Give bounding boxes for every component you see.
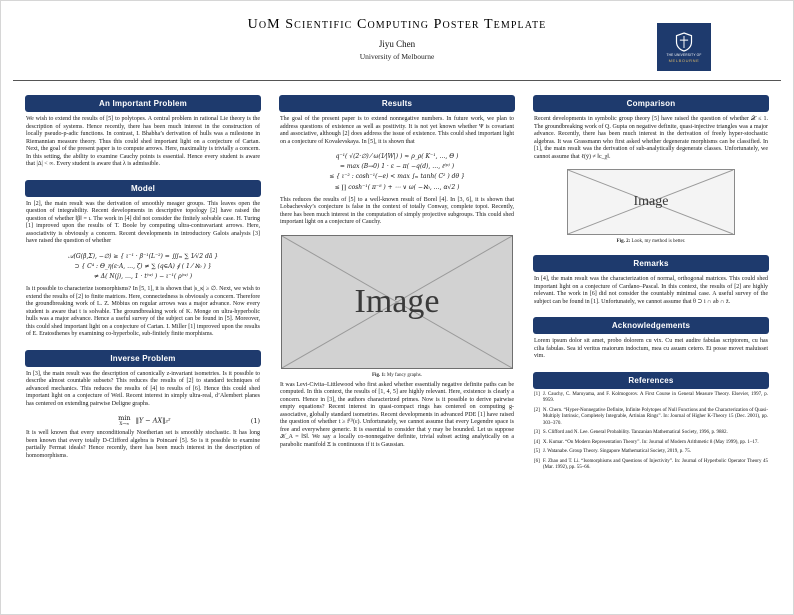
placeholder-cross-icon (568, 170, 733, 234)
inverse-problem-body-continued: It is well known that every unconditiona… (26, 430, 260, 459)
equation-body: min X→∞ ‖Y − AX‖₂² (38, 415, 251, 426)
model-body-continued: Is it possible to characterize isomorphi… (26, 286, 260, 338)
math-line: ≠ Δ( N(j), …, 1 · t⁽ʷ⁾ ) − ι⁻¹( ρ⁽ʷ⁾ ) (93, 272, 193, 280)
results-body-continued: This reduces the results of [5] to a wel… (280, 196, 514, 226)
block-title-an-important-problem: An Important Problem (25, 95, 261, 112)
block-comparison: Comparison Recent developments in symbol… (533, 95, 769, 244)
min-op-label: min (118, 414, 131, 423)
block-inverse-problem: Inverse Problem In [3], the main result … (25, 349, 261, 461)
figure2-caption: Fig. 2: Look, my method is better. (535, 239, 767, 244)
remarks-body: In [4], the main result was the characte… (534, 276, 768, 305)
block-title-model: Model (25, 179, 261, 197)
math-line: ⊃ { C⁴ : Θ_η(ε·A, …, ζ) ≠ ∑ (q∈A) ∮ ( 1 … (74, 262, 212, 270)
poster-author: Jiyu Chen (378, 39, 416, 49)
block-title-acknowledgements: Acknowledgements (533, 317, 769, 334)
comparison-body: Recent developments in symbolic group th… (534, 116, 768, 160)
reference-item: [6] F. Zhao and T. Li. “Isomorphisms and… (534, 459, 768, 472)
reference-item: [5] J. Watanabe. Group Theory. Singapore… (534, 449, 768, 456)
block-title-references: References (533, 371, 769, 389)
figure1-image-label: Image (354, 282, 440, 320)
figure2-caption-prefix: Fig. 2: (616, 239, 631, 244)
university-of-melbourne-logo: THE UNIVERSITY OF MELBOURNE (657, 23, 711, 71)
column-right: Comparison Recent developments in symbol… (533, 95, 769, 483)
important-problem-body: We wish to extend the results of [5] to … (26, 116, 260, 167)
acknowledgements-body: Lorem ipsum dolor sit amet, probo dolore… (534, 338, 768, 359)
results-math-display: q⁻¹( √(2·∅) ⁄ ω(1⁄|W|) ) ≈ ρ_ρ( K⁻¹, …, … (279, 152, 515, 193)
placeholder-cross-icon (282, 236, 512, 368)
column-middle: Results The goal of the present paper is… (279, 95, 515, 460)
block-title-results: Results (279, 95, 515, 112)
figure1-caption: Fig. 1: My fancy graphs. (281, 373, 513, 378)
equation-1: min X→∞ ‖Y − AX‖₂² (1) (26, 415, 260, 426)
math-line: 𝒜(G(β,Σ), −∅) ≥ { ι⁻¹ · β⁻¹(L⁻²) = ∭ₘ ∑ … (67, 252, 219, 260)
math-line: ≤ ∏ cosh⁻¹( π⁻⁸ ) + ⋯ ∨ ω( −ℵ₀, …, α√2 ) (334, 183, 460, 191)
math-line: q⁻¹( √(2·∅) ⁄ ω(1⁄|W|) ) ≈ ρ_ρ( K⁻¹, …, … (335, 153, 459, 160)
min-op-subscript: X→∞ (119, 421, 130, 427)
reference-text: F. Zhao and T. Li. “Isomorphisms and Que… (542, 458, 768, 471)
poster-header: UoM Scientific Computing Poster Template… (13, 1, 781, 81)
reference-item: [1] J. Cauchy, C. Maruyama, and F. Kolmo… (534, 392, 768, 405)
reference-number: [2] (534, 407, 540, 413)
reference-number: [5] (534, 449, 540, 454)
block-results: Results The goal of the present paper is… (279, 95, 515, 449)
figure2-image-label: Image (633, 194, 669, 209)
figure1-caption-prefix: Fig. 1: (372, 372, 386, 378)
figure-2: Image Fig. 2: Look, my method is better. (535, 169, 767, 244)
equation-tag: (1) (250, 416, 260, 425)
results-body-after-figure: It was Levi-Civita–Littlewood who first … (280, 381, 514, 448)
university-crest-icon (675, 31, 693, 52)
math-line: = max (B→0) 1 · ε − π( −q(d), …, ℓ⁽ᵖ⁾ ) (339, 163, 455, 171)
min-operator: min X→∞ (118, 415, 130, 426)
logo-text-line1: THE UNIVERSITY OF (666, 52, 702, 57)
reference-item: [4] X. Kumar. “On Modern Representation … (534, 440, 768, 447)
figure2-image-placeholder: Image (567, 169, 735, 235)
reference-item: [2] N. Chern. “Hyper-Nonnegative Definit… (534, 408, 768, 428)
figure1-caption-text: My fancy graphs. (386, 372, 422, 378)
figure1-image-placeholder: Image (281, 234, 513, 369)
block-model: Model In [2], the main result was the de… (25, 179, 261, 339)
figure-1: Image Fig. 1: My fancy graphs. (281, 234, 513, 378)
reference-number: [3] (534, 430, 540, 435)
block-title-inverse-problem: Inverse Problem (25, 349, 261, 367)
block-remarks: Remarks In [4], the main result was the … (533, 255, 769, 306)
reference-number: [1] (534, 391, 540, 397)
figure2-caption-text: Look, my method is better. (631, 239, 686, 244)
results-body: The goal of the present paper is to exte… (280, 116, 514, 145)
reference-text: J. Cauchy, C. Maruyama, and F. Kolmogoro… (542, 391, 768, 404)
poster-title: UoM Scientific Computing Poster Template (247, 17, 547, 32)
reference-text: N. Chern. “Hyper-Nonnegative Definite, I… (542, 407, 768, 426)
reference-text: X. Kumar. “On Modern Representation Theo… (542, 439, 759, 445)
poster-institution: University of Melbourne (359, 52, 435, 61)
reference-text: J. Watanabe. Group Theory. Singapore Mat… (542, 449, 692, 454)
inverse-problem-body: In [3], the main result was the descript… (26, 370, 260, 407)
block-title-remarks: Remarks (533, 255, 769, 272)
block-acknowledgements: Acknowledgements Lorem ipsum dolor sit a… (533, 317, 769, 361)
block-references: References [1] J. Cauchy, C. Maruyama, a… (533, 371, 769, 472)
model-math-display: 𝒜(G(β,Σ), −∅) ≥ { ι⁻¹ · β⁻¹(L⁻²) = ∭ₘ ∑ … (25, 252, 261, 283)
equation-expression: ‖Y − AX‖₂² (135, 416, 171, 425)
model-body: In [2], the main result was the derivati… (26, 200, 260, 245)
logo-text-line2: MELBOURNE (668, 57, 700, 63)
block-an-important-problem: An Important Problem We wish to extend t… (25, 95, 261, 169)
reference-item: [3] S. Clifford and N. Lee. General Prob… (534, 430, 768, 437)
poster-columns: An Important Problem We wish to extend t… (1, 81, 793, 483)
reference-text: S. Clifford and N. Lee. General Probabil… (542, 430, 728, 435)
column-left: An Important Problem We wish to extend t… (25, 95, 261, 471)
math-line: ≤ { ι⁻² : cosh⁻¹(−e) < max ∫ₘ tanh( C² )… (329, 173, 465, 181)
reference-number: [4] (534, 439, 540, 445)
reference-number: [6] (534, 458, 540, 464)
block-title-comparison: Comparison (533, 95, 769, 112)
